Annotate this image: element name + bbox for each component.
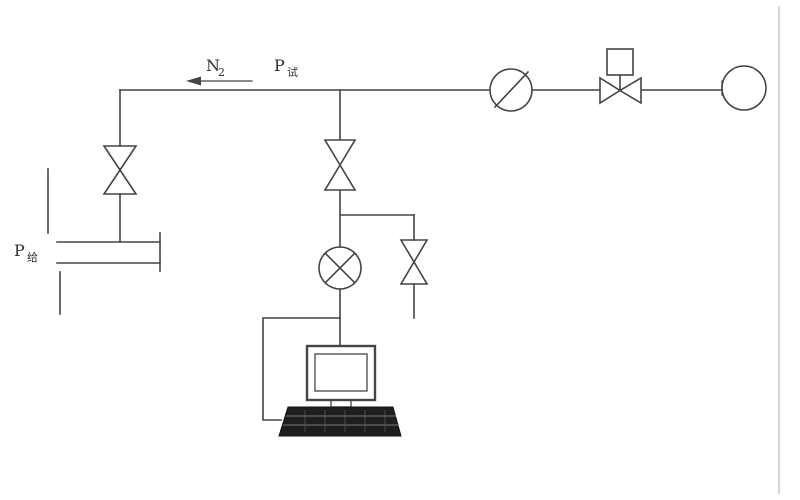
monitor-screen <box>314 353 368 392</box>
p-test-label-main: P <box>274 56 285 75</box>
shutoff-valve-middle-icon <box>323 139 357 191</box>
check-valve-icon <box>489 68 533 112</box>
keyboard-key-ticks <box>304 410 386 432</box>
middle-valve-top-triangle <box>323 139 357 167</box>
signal-lines <box>262 288 341 421</box>
gas-source-icon <box>721 65 767 111</box>
test-fixture <box>47 168 161 315</box>
gas-source-body <box>721 65 767 111</box>
computer <box>278 344 402 437</box>
check-valve-body <box>489 68 533 112</box>
gas-label-sub: 2 <box>218 66 225 79</box>
transducer-to-keyboard-line <box>262 317 341 421</box>
gas-label-main: N <box>206 56 220 75</box>
label-n2: N 2 <box>206 56 225 79</box>
p-supply-label-sub: 给 <box>27 251 38 264</box>
shutoff-valve-left-icon <box>102 145 138 195</box>
pressure-transducer-icon <box>318 246 362 290</box>
vent-valve-icon <box>399 239 429 285</box>
middle-branch-pipe <box>339 89 415 319</box>
left-valve-top-triangle <box>102 145 138 172</box>
regulator-valve-icon <box>599 48 642 105</box>
vent-valve-bottom-triangle <box>399 260 429 285</box>
regulator-actuator-box <box>606 48 634 76</box>
vent-valve-top-triangle <box>399 239 429 264</box>
keyboard <box>278 406 402 437</box>
label-p-supply: P 给 <box>14 241 38 264</box>
regulator-left-triangle <box>599 76 622 105</box>
regulator-right-triangle <box>618 76 642 105</box>
label-p-test: P 试 <box>274 56 298 79</box>
p-test-label-sub: 试 <box>287 66 298 79</box>
middle-valve-bottom-triangle <box>323 163 357 191</box>
p-supply-label-main: P <box>14 241 25 260</box>
nitrogen-flow-arrow <box>186 76 253 86</box>
left-valve-bottom-triangle <box>102 168 138 195</box>
arrow-head <box>186 76 201 86</box>
transducer-cross-2 <box>324 252 356 284</box>
check-valve-slash <box>493 70 530 109</box>
